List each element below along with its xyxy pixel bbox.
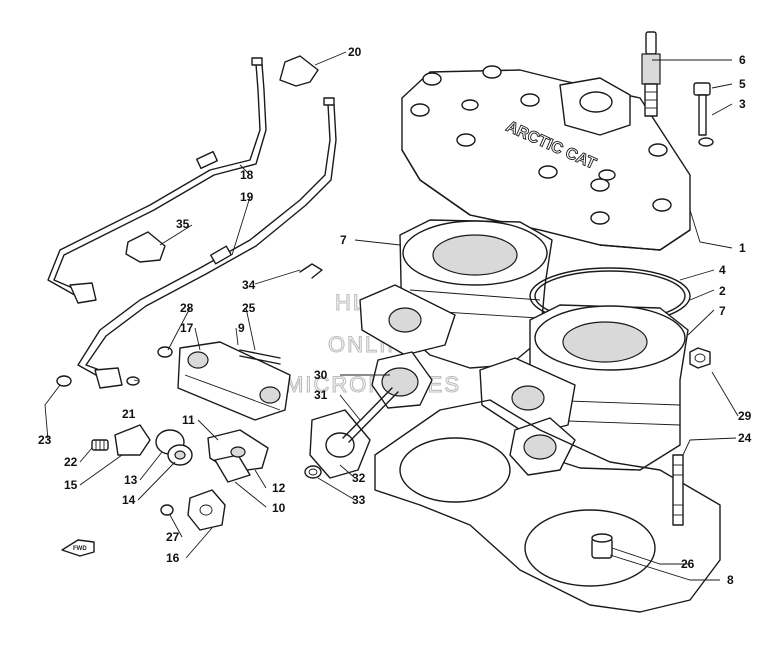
callout-30: 30	[314, 368, 328, 382]
callout-33: 33	[352, 493, 366, 507]
callout-4: 4	[719, 263, 726, 277]
head-bolt[interactable]	[693, 82, 714, 147]
cylinder-head[interactable]: ARCTIC CAT	[401, 65, 691, 251]
callout-29: 29	[738, 409, 752, 423]
callout-34: 34	[242, 278, 256, 292]
throttle-cable-19[interactable]	[77, 97, 337, 389]
bracket-assembly[interactable]	[207, 429, 269, 483]
callout-22: 22	[64, 455, 78, 469]
callout-7a: 7	[340, 233, 347, 247]
callout-26: 26	[681, 557, 695, 571]
callout-1: 1	[739, 241, 746, 255]
pulley[interactable]	[155, 429, 193, 466]
callout-32: 32	[352, 471, 366, 485]
flange-nut[interactable]	[304, 465, 322, 479]
callout-3: 3	[739, 97, 746, 111]
nut-28[interactable]	[157, 346, 173, 358]
callout-28: 28	[180, 301, 194, 315]
cable-clip[interactable]	[279, 55, 319, 87]
cover-16[interactable]	[187, 489, 226, 531]
callout-7b: 7	[719, 304, 726, 318]
callout-11: 11	[182, 413, 195, 427]
callout-31: 31	[314, 388, 328, 402]
callout-9: 9	[238, 321, 245, 335]
dowel-pin[interactable]	[591, 533, 613, 559]
flange-gasket[interactable]	[309, 409, 371, 479]
fwd-label: FWD	[73, 546, 87, 552]
callout-21: 21	[122, 407, 136, 421]
callout-15: 15	[64, 478, 78, 492]
callout-24: 24	[738, 431, 752, 445]
callout-20: 20	[348, 45, 362, 59]
clip-34[interactable]	[299, 263, 323, 279]
callout-23: 23	[38, 433, 52, 447]
callout-16: 16	[166, 551, 180, 565]
cylinder-nut[interactable]	[689, 347, 711, 369]
leader-lines	[44, 51, 739, 581]
screw-27[interactable]	[160, 504, 174, 516]
throttle-cable-18[interactable]	[47, 57, 267, 304]
callout-10: 10	[272, 501, 286, 515]
callout-27: 27	[166, 530, 180, 544]
callout-5: 5	[739, 77, 746, 91]
intake-stud[interactable]	[342, 387, 399, 443]
washer-21[interactable]	[126, 376, 140, 386]
screw-22[interactable]	[91, 439, 109, 451]
nut-23[interactable]	[56, 375, 72, 387]
cylinder-front[interactable]	[529, 304, 689, 471]
callout-13: 13	[124, 473, 138, 487]
cylinder-stud[interactable]	[672, 454, 684, 526]
callout-25: 25	[242, 301, 256, 315]
callout-6: 6	[739, 53, 746, 67]
callout-2: 2	[719, 284, 726, 298]
callout-35: 35	[176, 217, 190, 231]
pump-housing[interactable]	[177, 341, 291, 421]
lever-15[interactable]	[114, 424, 151, 456]
callout-12: 12	[272, 481, 286, 495]
stud-25[interactable]	[239, 349, 281, 365]
callout-18: 18	[240, 168, 254, 182]
callout-19: 19	[240, 190, 254, 204]
callout-14: 14	[122, 493, 136, 507]
callout-8: 8	[727, 573, 734, 587]
spark-plug[interactable]	[641, 31, 661, 117]
cable-clamp[interactable]	[125, 231, 166, 263]
fwd-arrow-icon: FWD	[61, 539, 95, 557]
callout-17: 17	[180, 321, 194, 335]
callouts: 1 2 3 4 5 6 7 7 8 9 10 11 12 13 14 15 16…	[38, 45, 752, 587]
